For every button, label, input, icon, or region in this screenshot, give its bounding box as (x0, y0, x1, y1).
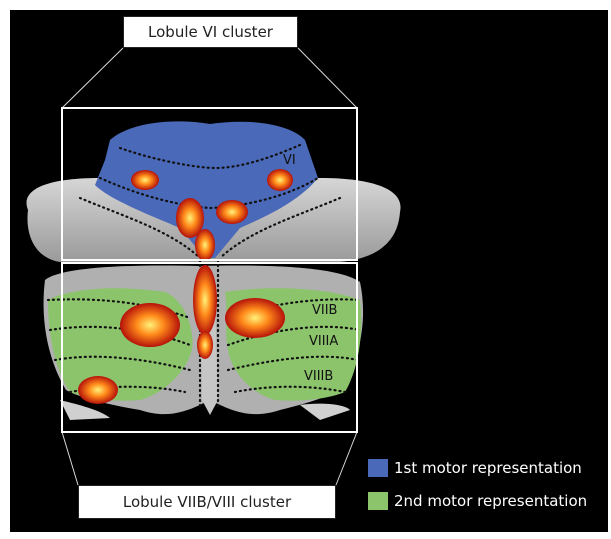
region-label-vi: VI (283, 153, 296, 168)
region-label-viiia: VIIIA (309, 334, 338, 349)
legend-label: 1st motor representation (394, 459, 582, 477)
legend-label: 2nd motor representation (394, 492, 587, 510)
legend-item-second-motor: 2nd motor representation (368, 492, 587, 510)
legend-swatch-green (368, 492, 388, 510)
legend-item-first-motor: 1st motor representation (368, 459, 582, 477)
lobule-vi-cluster-label: Lobule VI cluster (123, 16, 298, 48)
lobule-viib-viii-cluster-label: Lobule VIIB/VIII cluster (78, 485, 336, 519)
region-label-viiib: VIIIB (304, 369, 333, 384)
legend-swatch-blue (368, 459, 388, 477)
region-label-viib: VIIB (312, 303, 337, 318)
